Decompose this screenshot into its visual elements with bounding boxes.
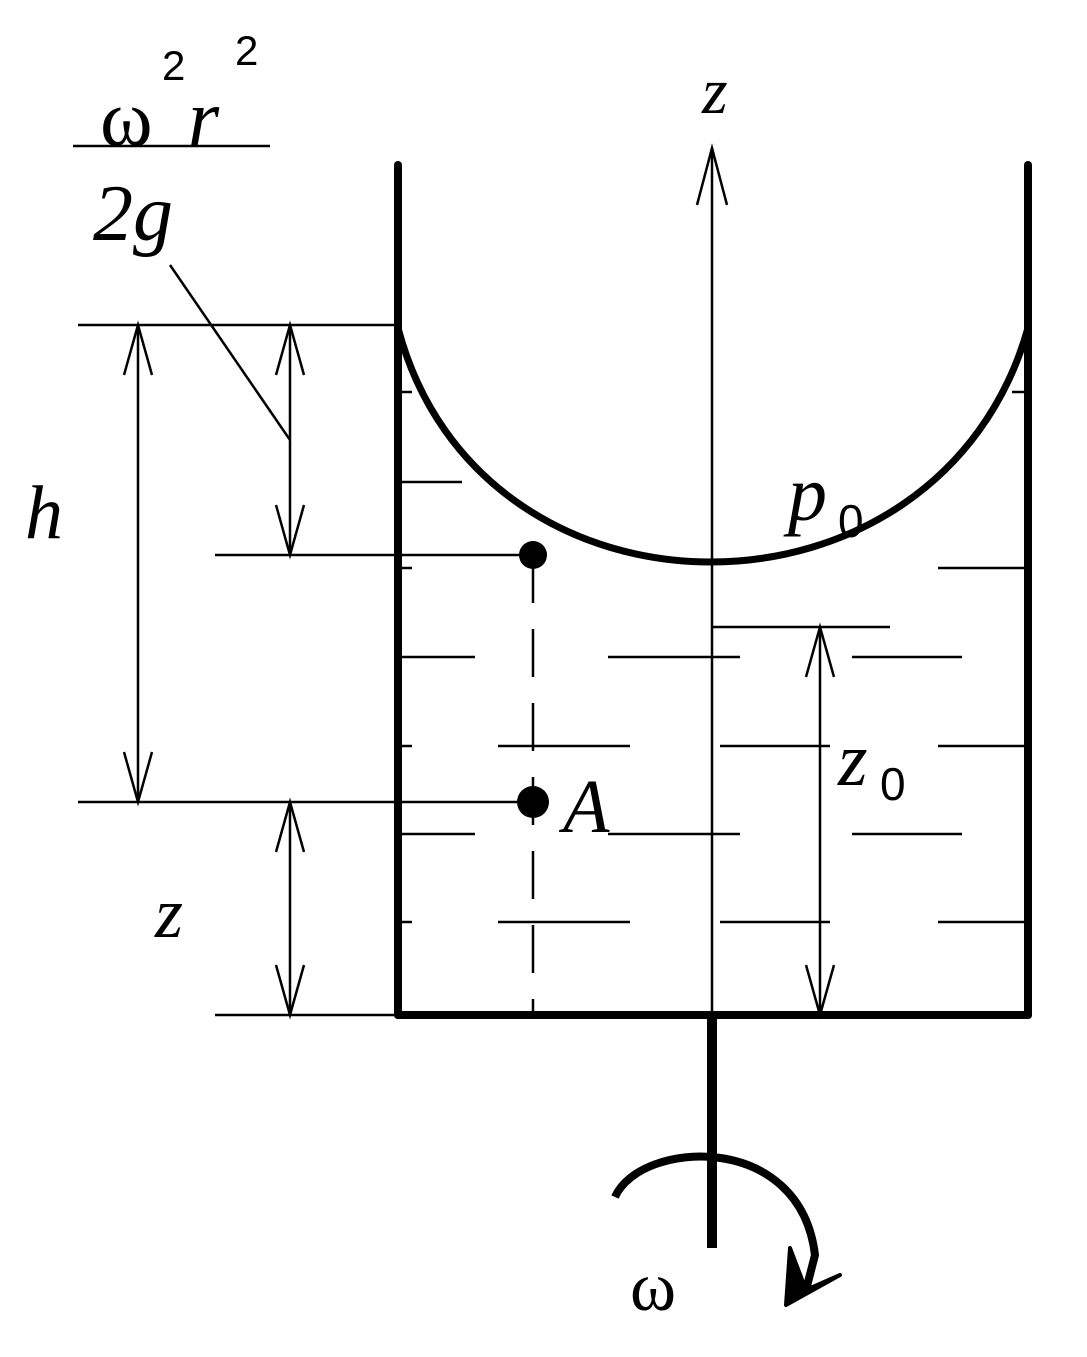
formula-leader-line: [168, 264, 292, 441]
label-omega: ω: [630, 1249, 676, 1326]
label-A: A: [558, 765, 610, 849]
label-p0-subscript: 0: [838, 495, 864, 547]
label-h: h: [25, 471, 63, 555]
label-z: z: [154, 873, 183, 953]
dimension-omega-r2-2g: [274, 320, 306, 560]
liquid-hatching: [402, 390, 1028, 924]
formula-exp-2: 2: [235, 27, 258, 74]
label-z0-subscript: 0: [880, 758, 906, 810]
free-surface-paraboloid: [394, 327, 1032, 566]
label-p0: p: [783, 450, 827, 537]
z-axis-label: z: [701, 55, 728, 128]
z-axis-arrowhead: [695, 143, 729, 206]
formula-r: r: [188, 75, 220, 163]
formula-exp-1: 2: [162, 42, 185, 89]
formula-omega: ω: [100, 75, 153, 163]
surface-point-marker: [519, 541, 547, 569]
dimension-h: [122, 320, 154, 807]
formula-denominator: 2g: [93, 170, 173, 258]
dimension-z0: [804, 622, 836, 1020]
label-z0: z: [837, 718, 868, 802]
point-A-marker: [517, 786, 549, 818]
dimension-z: [274, 797, 306, 1020]
rotation-arrow-icon: [611, 1152, 842, 1307]
